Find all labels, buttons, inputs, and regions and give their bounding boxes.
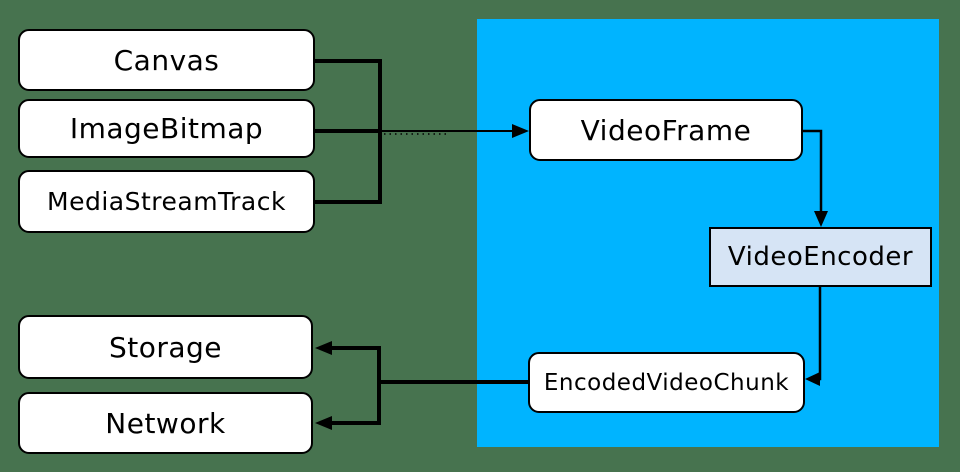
node-videoframe: VideoFrame: [529, 99, 803, 161]
node-canvas: Canvas: [18, 29, 315, 91]
arrowhead-videoframe: [512, 124, 529, 138]
arrowhead-storage: [315, 341, 332, 355]
connector-videoframe-videoencoder: [803, 129, 823, 214]
node-storage: Storage: [18, 315, 313, 379]
arrowhead-encodedvideochunk: [805, 372, 820, 386]
connector-videoencoder-chunk: [817, 287, 822, 381]
node-imagebitmap: ImageBitmap: [18, 99, 315, 158]
connector-chunk-network: [330, 380, 381, 425]
node-mediastreamtrack: MediaStreamTrack: [18, 170, 315, 233]
arrowhead-videoencoder: [814, 211, 828, 227]
node-videoencoder: VideoEncoder: [709, 227, 932, 287]
arrowhead-network: [315, 416, 332, 430]
connector-chunk-storage: [330, 346, 528, 384]
node-network: Network: [18, 392, 313, 454]
node-encodedvideochunk: EncodedVideoChunk: [528, 352, 805, 413]
